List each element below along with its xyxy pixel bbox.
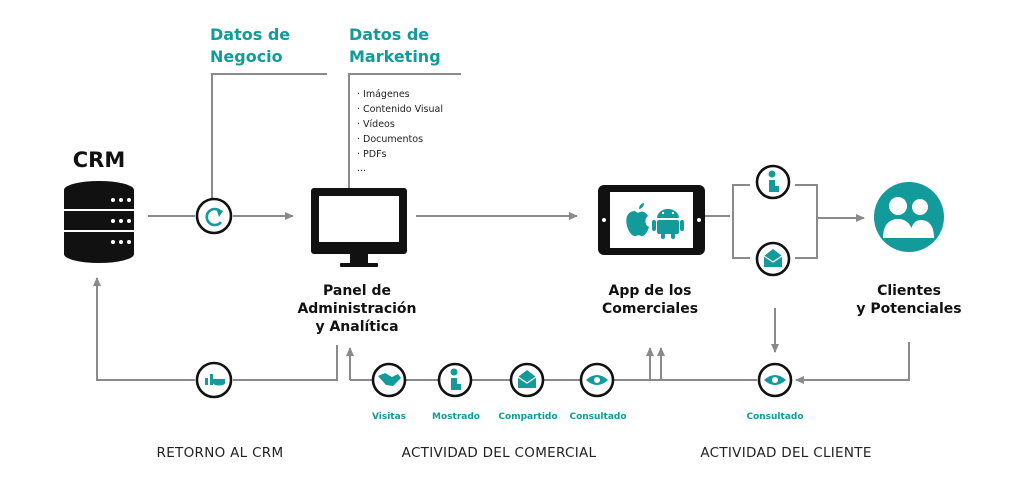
- clients-to-consulted-connector: [795, 342, 910, 384]
- handshake-icon: [371, 362, 407, 398]
- shared-label: Compartido: [498, 412, 557, 422]
- client-consulted-label: Consultado: [746, 412, 803, 422]
- database-icon: [64, 181, 134, 263]
- business-data-heading-line1: Datos de: [210, 25, 290, 44]
- marketing-item: ...: [357, 163, 366, 174]
- marketing-item: · Vídeos: [357, 119, 395, 130]
- marketing-item: · Imágenes: [357, 89, 410, 100]
- panel-label-line3: y Analítica: [315, 319, 398, 335]
- panel-label-line1: Panel de: [323, 283, 391, 299]
- business-data-connector: [211, 73, 327, 198]
- crm-label: CRM: [73, 148, 125, 172]
- business-data-heading-line2: Negocio: [210, 47, 283, 66]
- envelope-icon: [755, 241, 791, 277]
- return-to-crm-connector: [93, 277, 195, 381]
- monitor-icon: [311, 188, 407, 267]
- panel-to-return-connector: [233, 345, 338, 381]
- panel-label-line2: Administración: [297, 301, 416, 317]
- eye-icon: [757, 362, 793, 398]
- clients-label-line2: y Potenciales: [856, 301, 961, 317]
- left-bracket: [732, 184, 750, 259]
- apple-icon: [626, 203, 649, 237]
- marketing-data-heading-line1: Datos de: [349, 25, 429, 44]
- marketing-data-connector: [345, 73, 461, 215]
- touch-icon: [755, 164, 791, 200]
- marketing-items-list: · Imágenes · Contenido Visual · Vídeos ·…: [357, 89, 443, 174]
- shown-label: Mostrado: [432, 412, 480, 422]
- marketing-data-heading-line2: Marketing: [349, 47, 441, 66]
- app-label-line1: App de los: [609, 283, 692, 299]
- marketing-item: · PDFs: [357, 149, 387, 160]
- sync-icon: [195, 197, 233, 235]
- touch-icon: [437, 362, 473, 398]
- android-icon: [652, 209, 684, 239]
- crm-report-icon: [195, 361, 233, 399]
- right-bracket: [795, 184, 818, 259]
- connectors: [93, 73, 910, 384]
- marketing-item: · Documentos: [357, 134, 423, 145]
- crm-return-caption: RETORNO AL CRM: [157, 445, 284, 461]
- clients-label-line1: Clientes: [877, 283, 941, 299]
- users-icon: [874, 182, 944, 252]
- tablet-icon: [598, 185, 705, 255]
- app-label-line2: Comerciales: [602, 301, 698, 317]
- sales-activity-caption: ACTIVIDAD DEL COMERCIAL: [402, 445, 597, 461]
- marketing-item: · Contenido Visual: [357, 104, 443, 115]
- eye-icon: [579, 362, 615, 398]
- visits-label: Visitas: [372, 412, 406, 422]
- consulted-label: Consultado: [569, 412, 626, 422]
- envelope-icon: [509, 362, 545, 398]
- client-activity-caption: ACTIVIDAD DEL CLIENTE: [700, 445, 871, 461]
